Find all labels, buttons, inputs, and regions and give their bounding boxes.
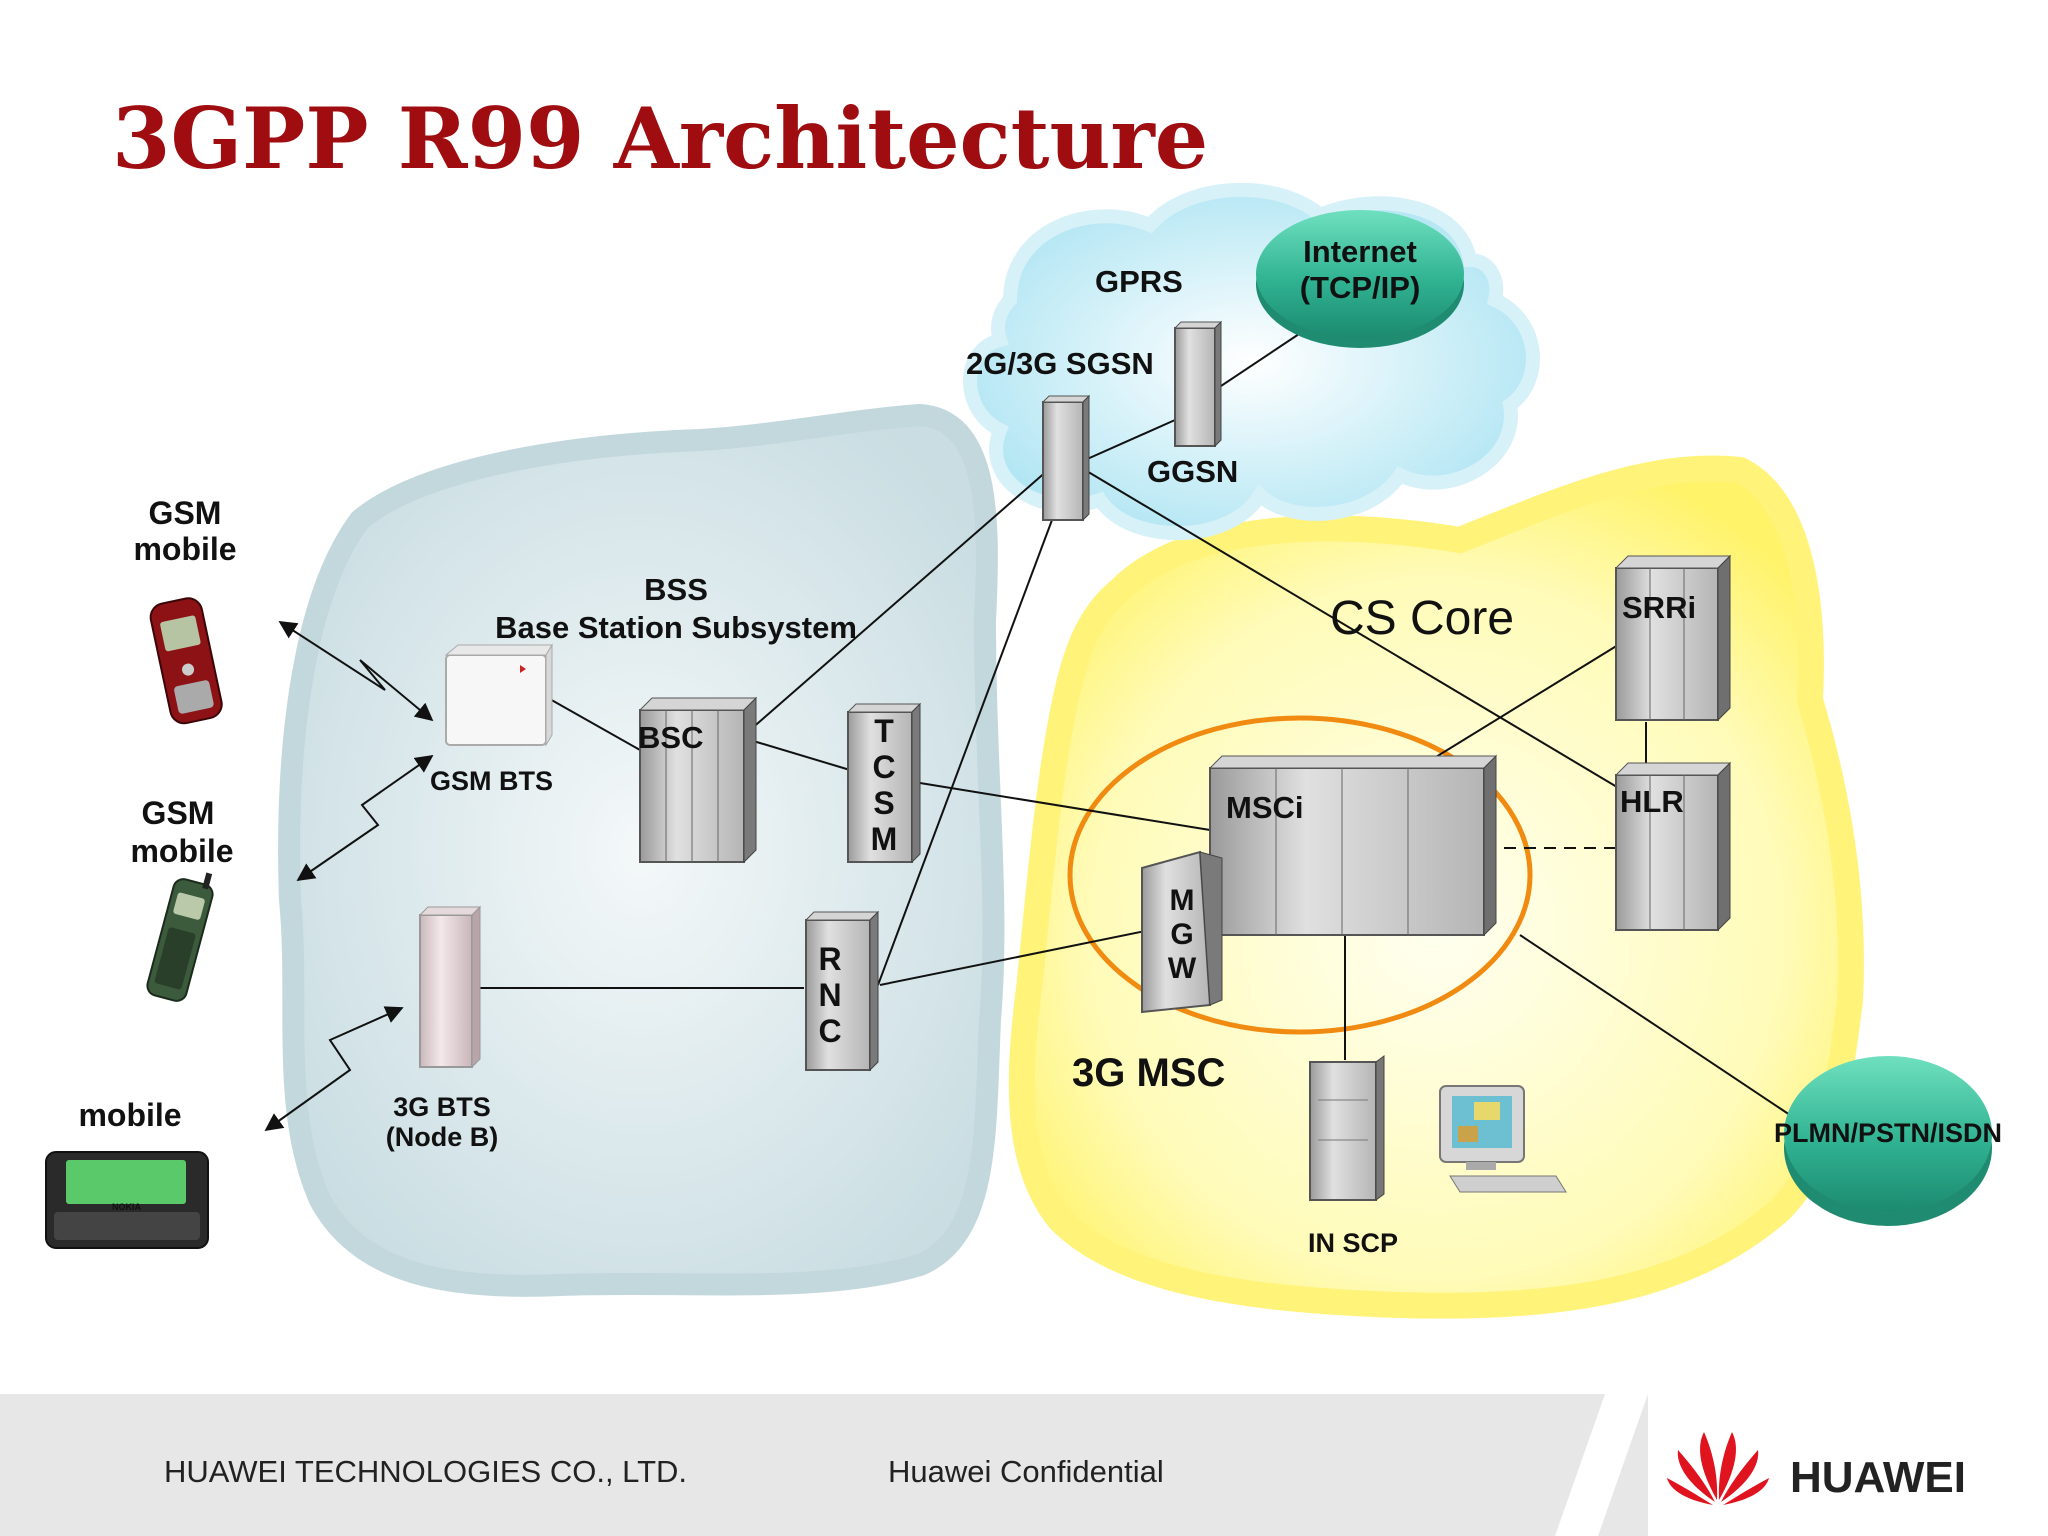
node-b-cabinet: [418, 905, 482, 1069]
node-b-label-line1: 3G BTS: [393, 1092, 491, 1122]
tcsm-letter: C: [872, 749, 895, 785]
msc-3g-ring: [1067, 715, 1533, 1035]
msci-rack: [1208, 754, 1498, 937]
rnc-letter: C: [818, 1013, 841, 1049]
gsm-bts-cabinet: [444, 643, 553, 747]
rnc-rack: [804, 910, 880, 1072]
ggsn-label: GGSN: [1147, 454, 1238, 489]
pstn-node: [1784, 1056, 1992, 1226]
msc-3g-label: 3G MSC: [1072, 1051, 1225, 1095]
mgw-letter: W: [1168, 952, 1197, 985]
bss-label-line1: BSS: [644, 572, 708, 607]
communicator-mobile: NOKIA: [45, 1151, 209, 1249]
huawei-logo-text: HUAWEI: [1790, 1453, 1966, 1502]
cs-core-label: CS Core: [1330, 592, 1514, 645]
tcsm-letter: M: [871, 821, 898, 857]
gsm-mobile-1-label-line1: GSM: [149, 495, 222, 531]
bss-label-line2: Base Station Subsystem: [495, 610, 857, 645]
tcsm-letter: T: [874, 713, 894, 749]
msci-label: MSCi: [1226, 790, 1304, 825]
tcsm-letter: S: [873, 785, 894, 821]
node-b-label-line2: (Node B): [386, 1122, 498, 1152]
gsm-mobile-1-phone: [149, 597, 223, 725]
page-title: 3GPP R99 Architecture: [112, 89, 1208, 188]
pstn-label: PLMN/PSTN/ISDN: [1774, 1118, 2002, 1148]
mgw-letter: G: [1170, 918, 1193, 951]
hlr-label: HLR: [1620, 784, 1684, 819]
mgw-label: M G W: [1168, 884, 1197, 985]
bsc-rack: [638, 696, 758, 864]
srri-label: SRRi: [1622, 590, 1696, 625]
ggsn-rack: [1173, 320, 1223, 448]
rnc-label: R N C: [818, 941, 841, 1049]
gsm-mobile-2-label-line1: GSM: [142, 795, 215, 831]
in-scp-server: [1309, 1055, 1385, 1201]
mgw-letter: M: [1170, 884, 1195, 917]
footer-company: HUAWEI TECHNOLOGIES CO., LTD.: [164, 1454, 687, 1489]
gsm-mobile-2-phone: [146, 872, 214, 1002]
internet-node: [1256, 210, 1464, 348]
gsm-bts-label: GSM BTS: [430, 766, 553, 796]
internet-label-line2: (TCP/IP): [1300, 270, 1421, 305]
gsm-mobile-2-label-line2: mobile: [130, 833, 233, 869]
gsm-mobile-1-label-line2: mobile: [133, 531, 236, 567]
connection-lines: [480, 329, 1791, 1116]
in-scp-label: IN SCP: [1308, 1228, 1398, 1258]
rnc-letter: N: [818, 977, 841, 1013]
rnc-letter: R: [818, 941, 841, 977]
hlr-rack: [1614, 761, 1732, 932]
mgw-rack: [1141, 850, 1223, 1014]
radio-links: [264, 621, 434, 1132]
sgsn-rack: [1041, 394, 1091, 522]
bsc-label: BSC: [638, 720, 703, 755]
workstation-icon: [1439, 1085, 1567, 1193]
huawei-flower-icon: [1667, 1432, 1769, 1505]
footer-confidential: Huawei Confidential: [888, 1454, 1164, 1489]
tcsm-rack: [846, 702, 922, 864]
phone-brand-label: NOKIA: [112, 1202, 142, 1212]
gprs-label: GPRS: [1095, 264, 1183, 299]
mobile-3-label: mobile: [78, 1097, 181, 1133]
internet-label-line1: Internet: [1303, 234, 1417, 269]
srri-rack: [1614, 554, 1732, 722]
footer: HUAWEI TECHNOLOGIES CO., LTD. Huawei Con…: [0, 1394, 2048, 1536]
sgsn-label: 2G/3G SGSN: [966, 346, 1154, 381]
huawei-logo: HUAWEI: [1667, 1432, 1966, 1505]
tcsm-label: T C S M: [871, 713, 898, 857]
